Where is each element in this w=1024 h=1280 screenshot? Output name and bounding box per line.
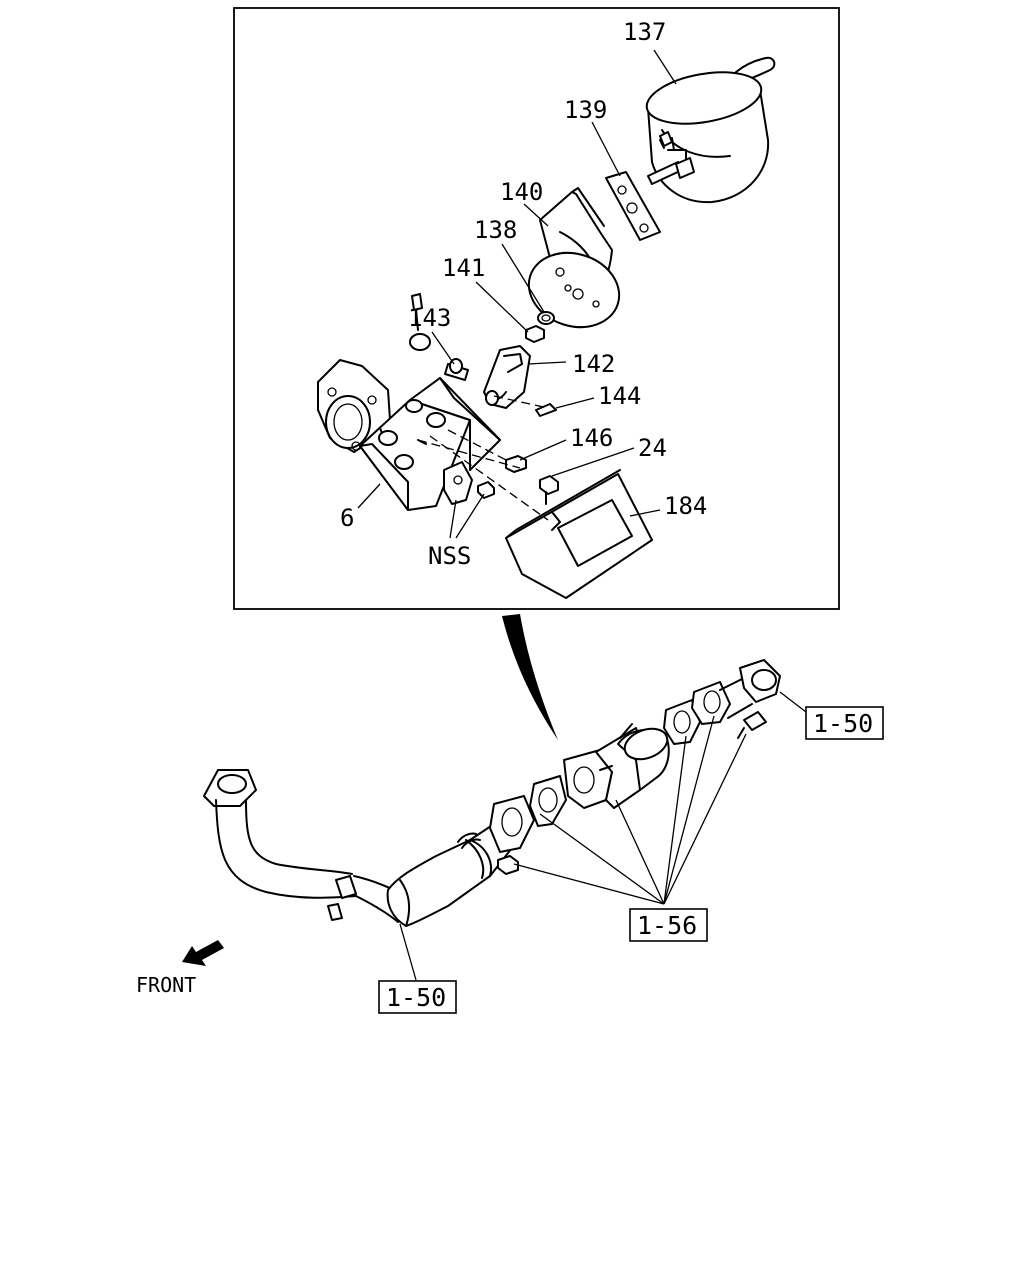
egr-valve-assembly xyxy=(563,723,670,809)
part-143-pin xyxy=(444,358,469,381)
callout-6: 6 xyxy=(340,504,354,532)
ref-pipe-lower-label: 1-50 xyxy=(386,983,446,1012)
part-138-nut xyxy=(537,311,555,325)
ref-box-pipe-lower: 1-50 xyxy=(378,980,457,1014)
callout-140: 140 xyxy=(500,178,543,206)
part-140-bracket xyxy=(527,187,621,329)
callout-137: 137 xyxy=(623,18,666,46)
leader-lines-main xyxy=(399,691,807,981)
callout-141: 141 xyxy=(442,254,485,282)
part-24-bolt xyxy=(539,475,559,505)
callout-139: 139 xyxy=(564,96,607,124)
ref-gaskets-label: 1-56 xyxy=(637,911,697,940)
gasket-left xyxy=(529,775,567,827)
detail-pointer-wedge xyxy=(502,614,558,740)
callout-146: 146 xyxy=(570,424,613,452)
ref-box-pipe-upper: 1-50 xyxy=(805,706,884,740)
front-label: FRONT xyxy=(136,973,196,997)
part-141-nut xyxy=(525,325,545,343)
callout-142: 142 xyxy=(572,350,615,378)
ref-box-gaskets: 1-56 xyxy=(629,908,708,942)
front-exhaust-pipe xyxy=(203,769,399,923)
ref-pipe-upper-label: 1-50 xyxy=(813,709,873,738)
callout-138: 138 xyxy=(474,216,517,244)
part-144-clip xyxy=(535,403,557,417)
callout-144: 144 xyxy=(598,382,641,410)
part-184-heat-shield xyxy=(505,469,653,599)
part-137-actuator xyxy=(645,56,776,204)
callout-143: 143 xyxy=(408,304,451,332)
rear-exhaust-pipe xyxy=(719,659,781,719)
detail-inset-frame xyxy=(233,7,840,610)
leader-lines-inset xyxy=(357,49,677,539)
mid-flange xyxy=(489,795,535,875)
callout-nss: NSS xyxy=(428,542,471,570)
callout-184: 184 xyxy=(664,492,707,520)
front-direction-indicator: FRONT xyxy=(136,940,224,997)
rear-bolt xyxy=(737,711,767,739)
callout-24: 24 xyxy=(638,434,667,462)
part-142-lever xyxy=(483,345,531,409)
part-6-valve-body xyxy=(317,293,501,511)
front-arrow-icon xyxy=(182,940,224,966)
gasket-rear-2 xyxy=(691,681,731,725)
